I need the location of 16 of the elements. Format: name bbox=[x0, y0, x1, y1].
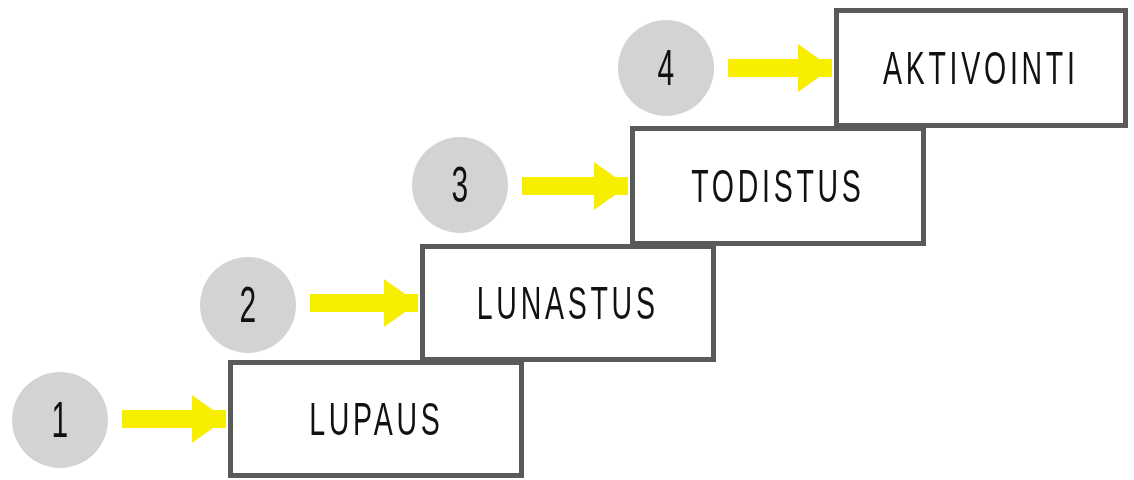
arrow bbox=[310, 279, 418, 327]
step-label: TODISTUS bbox=[691, 159, 865, 213]
step-number: 3 bbox=[451, 156, 469, 214]
arrow bbox=[728, 44, 832, 92]
step-number: 4 bbox=[657, 39, 675, 97]
arrow bbox=[522, 162, 628, 210]
step-label: AKTIVOINTI bbox=[883, 41, 1079, 95]
step-box bbox=[420, 244, 716, 362]
step-number: 1 bbox=[51, 391, 69, 449]
step-box bbox=[834, 8, 1128, 128]
step-box bbox=[228, 360, 524, 478]
step-label: LUNASTUS bbox=[477, 276, 659, 330]
arrow bbox=[122, 395, 226, 443]
step-label: LUPAUS bbox=[308, 392, 444, 446]
step-number: 2 bbox=[239, 276, 257, 334]
step-box bbox=[630, 126, 926, 246]
